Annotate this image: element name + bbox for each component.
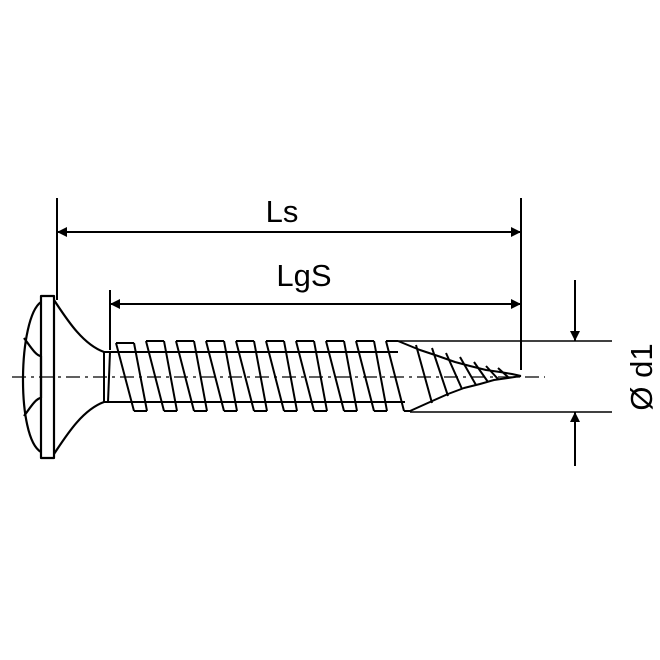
d1-label: Ø d1 [624, 343, 659, 410]
screw-threads [107, 340, 522, 412]
screw-head [21, 294, 105, 460]
ls-label: Ls [266, 194, 299, 229]
lgs-label: LgS [276, 258, 331, 293]
